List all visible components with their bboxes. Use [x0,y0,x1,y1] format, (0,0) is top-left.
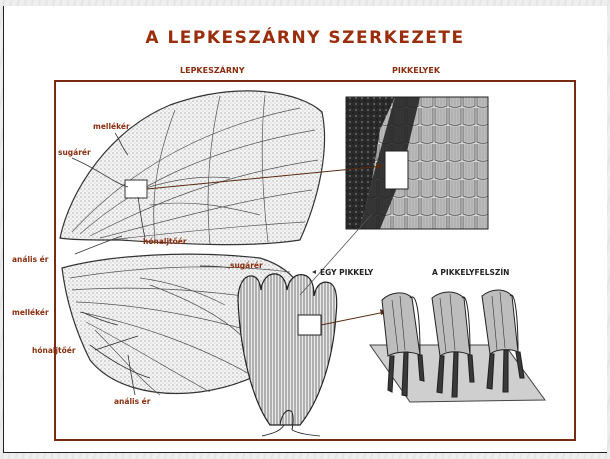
forewing-drawing [60,91,325,245]
label-analis-bottom: anális ér [114,397,150,406]
scales-micrograph [346,97,488,229]
label-honaljtoer-top: hónaljtőér [143,237,187,246]
label-mellekér-top: mellékér [93,122,130,131]
label-mellekér-bottom: mellékér [12,308,49,317]
label-sugarer-top: sugárér [58,148,91,157]
caption-scale-surface: A PIKKELYFELSZÍN [432,268,509,277]
scale-surface-drawing [370,290,545,402]
label-sugarer-bottom: sugárér [230,261,263,270]
label-analis-top: anális ér [12,255,48,264]
caption-single-scale: EGY PIKKELY [320,268,373,277]
label-honaljtoer-bottom: hónaljtőér [32,346,76,355]
single-scale-drawing [238,274,337,436]
